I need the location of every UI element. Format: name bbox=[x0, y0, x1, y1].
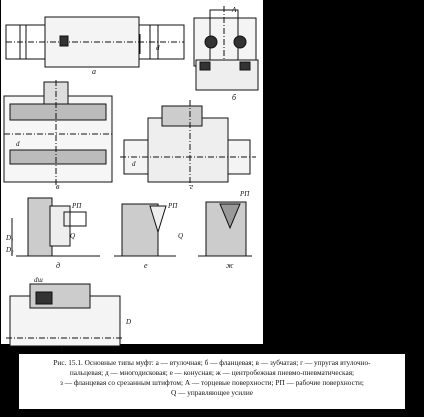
dim-d-g: d bbox=[132, 160, 136, 168]
label-e: е bbox=[144, 261, 148, 270]
drawing-g-elastic-pin bbox=[120, 100, 256, 186]
label-g: г bbox=[190, 182, 193, 191]
dim-d-a: d bbox=[156, 44, 160, 52]
label-zh: ж bbox=[226, 261, 234, 270]
drawing-e-cone bbox=[114, 203, 176, 257]
drawing-z-shear-pin bbox=[6, 283, 124, 347]
caption-line-1: Рис. 15.1. Основные типы муфт: а — втуло… bbox=[53, 358, 371, 367]
dim-RP-e: РП bbox=[167, 202, 178, 210]
dim-RP-d: РП bbox=[71, 202, 82, 210]
dim-D: D bbox=[125, 318, 131, 326]
label-a: а bbox=[92, 67, 96, 76]
label-d: д bbox=[56, 261, 60, 270]
label-v: в bbox=[56, 182, 60, 191]
dim-D1: D₁ bbox=[5, 234, 14, 242]
drawing-v-gear bbox=[3, 80, 113, 185]
caption-line-3: з — фланцевая со срезанным штифтом; А — … bbox=[60, 378, 364, 387]
dim-D2: D₂ bbox=[5, 246, 14, 254]
dim-A: A bbox=[231, 6, 237, 14]
dim-RP-zh: РП bbox=[239, 190, 250, 198]
dim-Q-d: Q bbox=[70, 232, 75, 240]
drawing-zh-centrifugal bbox=[198, 201, 252, 257]
figure-caption: Рис. 15.1. Основные типы муфт: а — втуло… bbox=[19, 354, 405, 409]
dim-dsh: dш bbox=[34, 276, 44, 284]
label-z: з bbox=[59, 344, 63, 353]
dim-d-v: d bbox=[16, 140, 20, 148]
dim-Q-e: Q bbox=[178, 232, 183, 240]
label-b: б bbox=[232, 93, 237, 102]
drawing-a-sleeve bbox=[5, 16, 185, 68]
drawing-b-flange bbox=[193, 6, 259, 91]
caption-line-2: пальцевая; д — многодисковая; е — конусн… bbox=[69, 368, 355, 377]
drawing-d-multidisc bbox=[11, 197, 100, 257]
caption-line-4: Q — управляющее усилие bbox=[171, 388, 253, 397]
